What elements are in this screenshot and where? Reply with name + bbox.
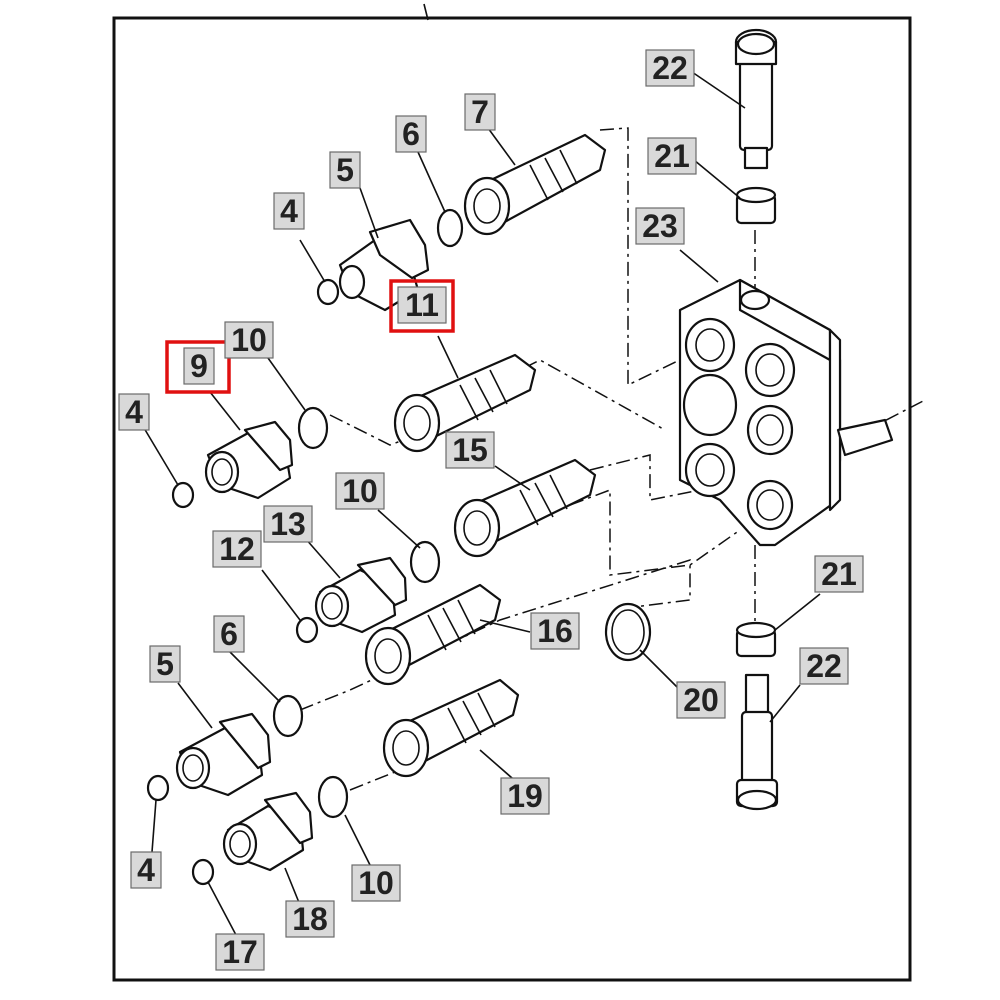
- callout-7: 7: [464, 93, 496, 131]
- callout-label: 6: [220, 616, 238, 652]
- callout-11: 11: [389, 279, 455, 333]
- callout-label: 10: [342, 473, 378, 509]
- callout-5-bottom: 5: [149, 645, 181, 683]
- callout-21-bottom: 21: [814, 555, 864, 593]
- callout-label: 5: [336, 152, 354, 188]
- callout-4-mid: 4: [118, 393, 150, 431]
- cartridge-11: [393, 353, 537, 453]
- callout-15: 15: [445, 431, 495, 469]
- fitting-18: [222, 791, 314, 872]
- callout-label: 16: [537, 613, 573, 649]
- cartridge-19: [382, 678, 520, 778]
- spacer-top-21: [735, 186, 777, 225]
- callout-label: 22: [652, 50, 688, 86]
- callout-label: 18: [292, 901, 328, 937]
- frame-tick: [423, 3, 429, 21]
- highlight-box-9: [165, 340, 231, 394]
- callout-label: 11: [405, 287, 439, 323]
- callout-label: 6: [402, 116, 420, 152]
- callout-label: 20: [683, 682, 719, 718]
- bolt-bottom-22: [735, 673, 779, 811]
- callout-label: 5: [156, 646, 174, 682]
- callout-label: 19: [507, 778, 543, 814]
- callout-label: 10: [231, 322, 267, 358]
- callout-label: 21: [654, 138, 690, 174]
- o-rings: [146, 208, 652, 886]
- callout-label: 23: [642, 208, 678, 244]
- callout-12: 12: [212, 530, 262, 568]
- callout-label: 4: [280, 193, 298, 229]
- callout-label: 17: [222, 934, 258, 970]
- callout-9: 9: [165, 340, 231, 394]
- callout-17: 17: [215, 933, 265, 971]
- callout-4-top: 4: [273, 192, 305, 230]
- callout-6-bottom: 6: [213, 615, 245, 653]
- callout-label: 10: [358, 865, 394, 901]
- fitting-9: [204, 420, 294, 500]
- callout-10-b: 10: [335, 472, 385, 510]
- callout-label: 7: [471, 94, 489, 130]
- cartridge-15: [453, 458, 597, 558]
- fitting-13: [314, 556, 408, 634]
- callout-23: 23: [635, 207, 685, 245]
- callout-21-top: 21: [647, 137, 697, 175]
- cartridge-7: [463, 133, 607, 236]
- callout-label: 4: [137, 852, 155, 888]
- callout-20: 20: [676, 681, 726, 719]
- bolt-top-22: [734, 28, 778, 170]
- callouts: 4 5 6 7 11 9 10 4: [118, 49, 864, 971]
- callout-label: 15: [452, 432, 488, 468]
- callout-16: 16: [530, 612, 580, 650]
- callout-5-top: 5: [329, 151, 361, 189]
- callout-22-bottom: 22: [799, 647, 849, 685]
- callout-label: 4: [125, 394, 143, 430]
- callout-10-c: 10: [351, 864, 401, 902]
- callout-13: 13: [263, 505, 313, 543]
- fitting-5-bottom: [175, 712, 272, 797]
- callout-label: 13: [270, 506, 306, 542]
- callout-22-top: 22: [645, 49, 695, 87]
- callout-label: 21: [821, 556, 857, 592]
- callout-4-bottom: 4: [130, 851, 162, 889]
- callout-label: 9: [190, 348, 208, 384]
- valve-body-23: [678, 278, 894, 547]
- leader-lines: [143, 71, 821, 936]
- callout-label: 12: [219, 531, 255, 567]
- callout-6-top: 6: [395, 115, 427, 153]
- spacer-bottom-21: [735, 621, 777, 658]
- callout-label: 22: [806, 648, 842, 684]
- highlight-box-11: [389, 279, 455, 333]
- callout-10-a: 10: [224, 321, 274, 359]
- callout-18: 18: [285, 900, 335, 938]
- callout-19: 19: [500, 777, 550, 815]
- cartridge-16: [364, 583, 502, 686]
